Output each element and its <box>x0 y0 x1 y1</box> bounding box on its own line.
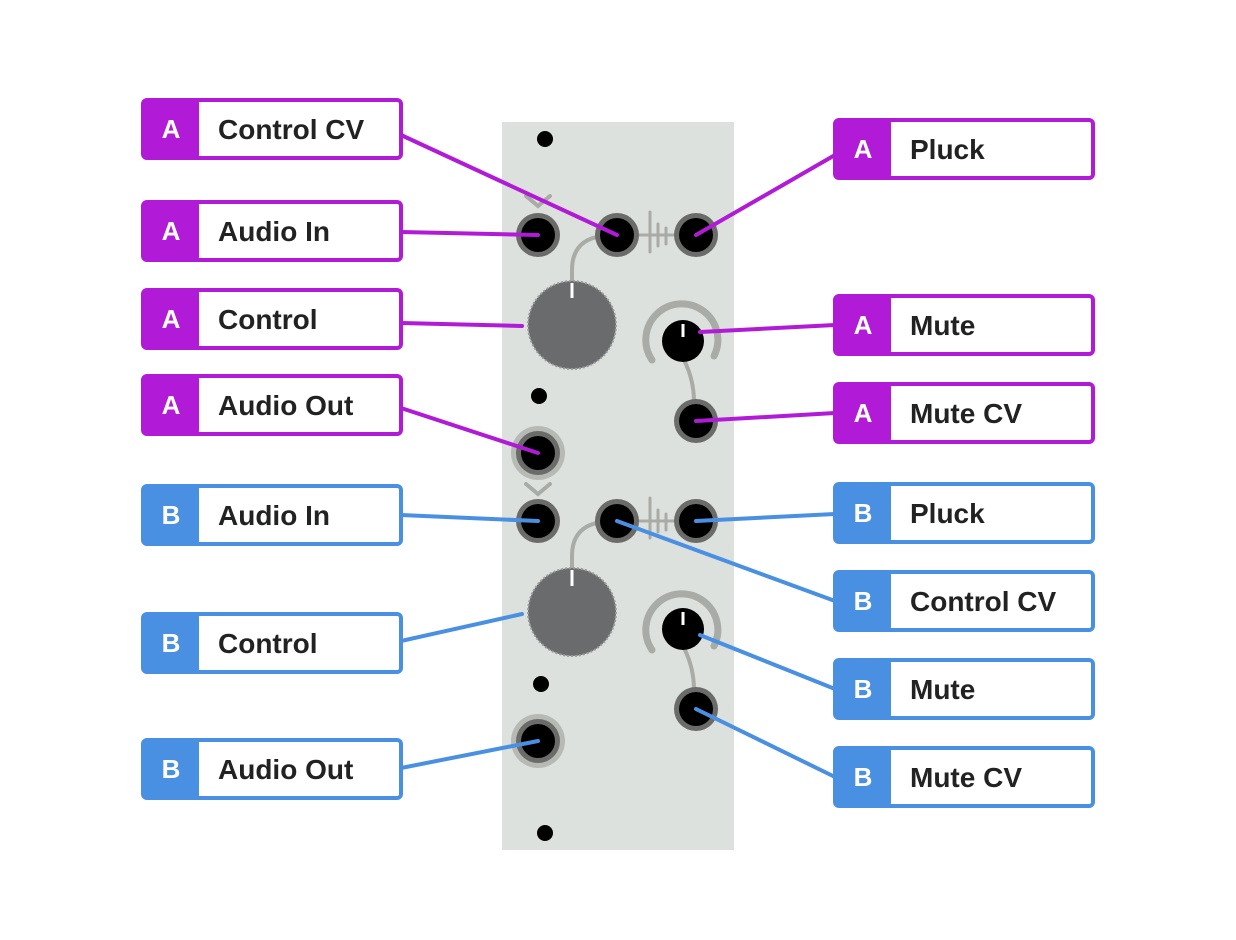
label-text: Mute CV <box>910 762 1022 793</box>
label-tag: B <box>162 628 181 658</box>
mounting-screw-mid-a <box>531 388 547 404</box>
label-tag: A <box>162 216 181 246</box>
connector-line-b <box>399 513 540 523</box>
label-tag: A <box>854 398 873 428</box>
label-b-pluck: B Pluck <box>833 482 1095 544</box>
label-tag: B <box>854 674 873 704</box>
control-knob-b[interactable] <box>527 567 617 657</box>
label-a-mute-cv: A Mute CV <box>833 382 1095 444</box>
label-a-mute: A Mute <box>833 294 1095 356</box>
label-b-control: B Control <box>141 612 403 674</box>
label-tag: A <box>162 114 181 144</box>
label-b-audio-in: B Audio In <box>141 484 403 546</box>
connector-line-b <box>399 739 540 770</box>
label-text: Control CV <box>218 114 365 145</box>
label-tag: B <box>162 500 181 530</box>
label-text: Audio Out <box>218 754 353 785</box>
pluck-glyph-icon <box>634 210 682 254</box>
label-tag: B <box>854 762 873 792</box>
connector-line-b <box>694 707 837 779</box>
label-tag: A <box>162 390 181 420</box>
label-tag: B <box>854 498 873 528</box>
label-text: Pluck <box>910 134 985 165</box>
label-text: Audio Out <box>218 390 353 421</box>
connector-line-a <box>694 153 837 237</box>
label-a-control: A Control <box>141 288 403 350</box>
connector-line-a <box>399 321 524 328</box>
label-a-control-cv: A Control CV <box>141 98 403 160</box>
label-a-pluck: A Pluck <box>833 118 1095 180</box>
label-text: Mute <box>910 310 975 341</box>
label-b-control-cv: B Control CV <box>833 570 1095 632</box>
mute-trace <box>682 358 696 404</box>
mute-trace <box>682 646 696 692</box>
label-text: Audio In <box>218 500 330 531</box>
label-text: Mute <box>910 674 975 705</box>
label-a-audio-out: A Audio Out <box>141 374 403 436</box>
label-a-audio-in: A Audio In <box>141 200 403 262</box>
label-text: Pluck <box>910 498 985 529</box>
connector-line-b <box>694 512 837 523</box>
connector-line-a <box>399 230 540 237</box>
label-text: Mute CV <box>910 398 1022 429</box>
label-text: Audio In <box>218 216 330 247</box>
label-text: Control CV <box>910 586 1057 617</box>
label-b-mute-cv: B Mute CV <box>833 746 1095 808</box>
mounting-screw-bottom <box>537 825 553 841</box>
connector-line-a <box>698 323 837 334</box>
chevron-down-icon <box>524 194 552 209</box>
label-b-audio-out: B Audio Out <box>141 738 403 800</box>
connector-lines <box>399 133 837 779</box>
label-tag: A <box>162 304 181 334</box>
label-text: Control <box>218 628 318 659</box>
mute-arc <box>642 300 722 364</box>
label-text: Control <box>218 304 318 335</box>
label-tag: B <box>854 586 873 616</box>
connector-line-b <box>615 519 837 603</box>
connector-line-a <box>399 406 540 455</box>
chevron-down-icon <box>524 482 552 497</box>
connector-line-b <box>698 633 837 691</box>
label-tag: A <box>854 310 873 340</box>
connector-line-b <box>399 612 524 643</box>
mute-arc <box>642 590 722 654</box>
label-tag: A <box>854 134 873 164</box>
mute-knob-b[interactable] <box>662 608 704 650</box>
label-tag: B <box>162 754 181 784</box>
connector-line-a <box>694 411 837 423</box>
mounting-screw-mid-b <box>533 676 549 692</box>
label-b-mute: B Mute <box>833 658 1095 720</box>
mute-knob-a[interactable] <box>662 320 704 362</box>
control-knob-a[interactable] <box>527 280 617 370</box>
mounting-screw-top <box>537 131 553 147</box>
connector-line-a <box>399 133 619 237</box>
